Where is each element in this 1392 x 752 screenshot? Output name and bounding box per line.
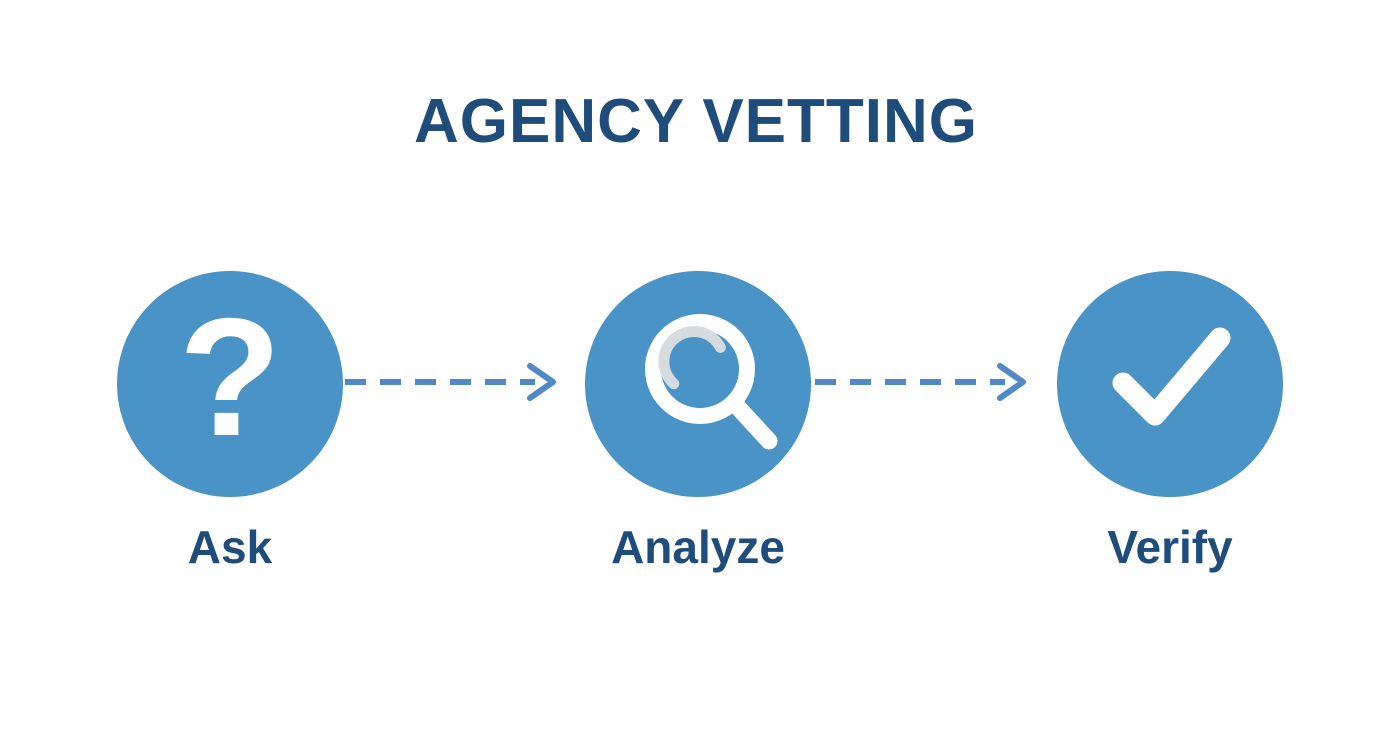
step-label-ask: Ask [187,521,273,573]
step-label-verify: Verify [1107,521,1233,573]
dashed-arrow-icon [345,363,556,401]
diagram-title: AGENCY VETTING [413,87,979,156]
step-circle-analyze [585,271,811,497]
step-circle-ask: ? [117,271,343,497]
checkmark-icon [1112,327,1231,426]
step-circle-verify [1057,271,1283,497]
dashed-arrow-icon [815,363,1026,401]
magnifier-icon [645,314,778,450]
question-mark-icon: ? [178,283,282,471]
step-label-analyze: Analyze [611,521,785,573]
